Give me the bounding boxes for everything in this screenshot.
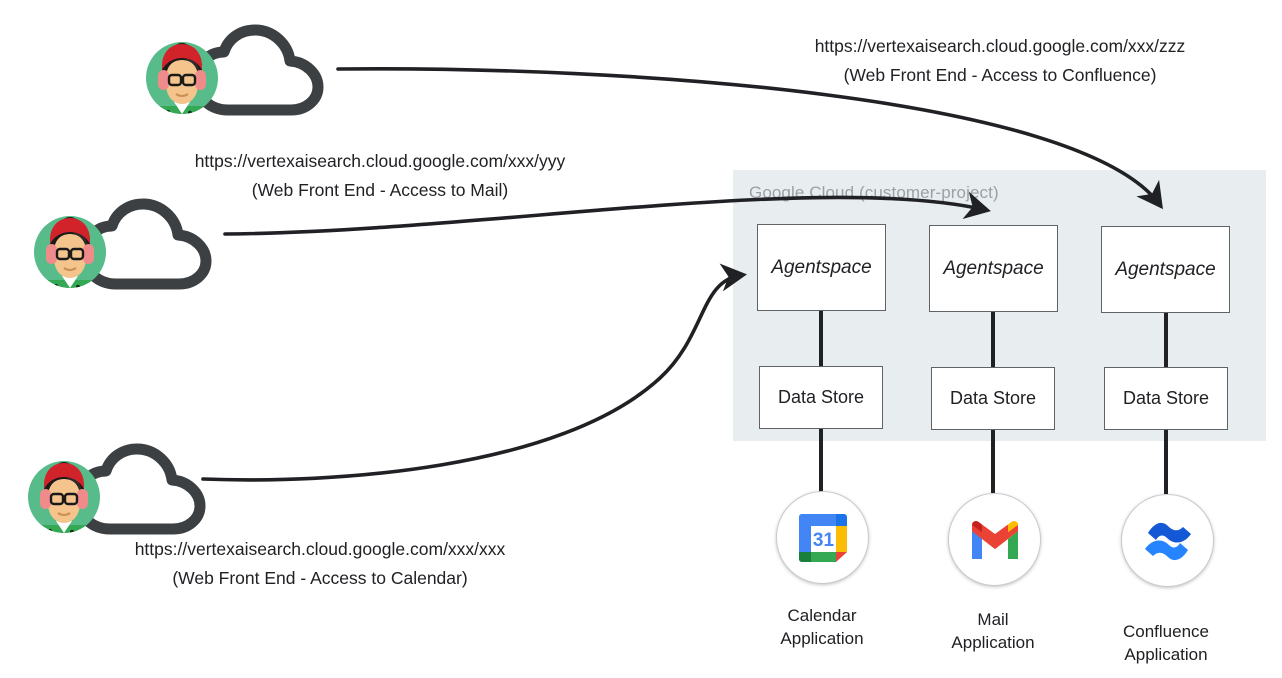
calendar-day-number: 31 [812,530,834,551]
endpoint-label-confluence: https://vertexaisearch.cloud.google.com/… [800,33,1200,90]
endpoint-url-calendar: https://vertexaisearch.cloud.google.com/… [134,539,506,559]
app-caption-line2: Application [780,629,864,648]
endpoint-url-confluence: https://vertexaisearch.cloud.google.com/… [814,36,1186,56]
connector-calendar [201,263,748,482]
app-caption-mail: Mail Application [908,608,1078,654]
avatar [28,461,100,533]
app-caption-line1: Confluence [1122,622,1209,641]
app-caption-calendar: Calendar Application [737,604,907,650]
google-cloud-project-label: Google Cloud (customer-project) [749,183,999,202]
app-caption-line1: Mail [977,610,1009,629]
endpoint-desc-confluence: (Web Front End - Access to Confluence) [843,65,1157,85]
endpoint-desc-calendar: (Web Front End - Access to Calendar) [172,568,468,588]
gmail-icon [971,520,1018,559]
data-store-box-calendar[interactable]: Data Store [759,366,883,429]
endpoint-label-calendar: https://vertexaisearch.cloud.google.com/… [120,536,520,593]
app-caption-line2: Application [951,633,1035,652]
app-caption-confluence: Confluence Application [1081,620,1251,666]
confluence-icon [1144,522,1191,560]
agentspace-box-confluence[interactable]: Agentspace [1101,226,1230,313]
app-caption-line2: Application [1124,645,1208,664]
actor-calendar[interactable] [22,441,237,539]
data-store-box-confluence[interactable]: Data Store [1104,367,1228,430]
agentspace-box-calendar[interactable]: Agentspace [757,224,886,311]
agentspace-label: Agentspace [771,256,872,278]
agentspace-box-mail[interactable]: Agentspace [929,225,1058,312]
actor-mail[interactable] [28,196,243,294]
app-circle-mail[interactable] [948,493,1041,586]
agentspace-label: Agentspace [943,257,1044,279]
app-circle-confluence[interactable] [1121,494,1214,587]
actor-confluence[interactable] [140,22,355,120]
avatar [146,42,218,114]
data-store-label: Data Store [777,387,865,407]
endpoint-url-mail: https://vertexaisearch.cloud.google.com/… [194,151,566,171]
google-calendar-icon: 31 [798,513,847,562]
data-store-label: Data Store [1122,388,1210,408]
data-store-box-mail[interactable]: Data Store [931,367,1055,430]
agentspace-label: Agentspace [1115,258,1216,280]
endpoint-label-mail: https://vertexaisearch.cloud.google.com/… [180,148,580,205]
endpoint-desc-mail: (Web Front End - Access to Mail) [251,180,509,200]
app-circle-calendar[interactable]: 31 [776,491,869,584]
avatar [34,216,106,288]
data-store-label: Data Store [949,388,1037,408]
app-caption-line1: Calendar [787,606,857,625]
